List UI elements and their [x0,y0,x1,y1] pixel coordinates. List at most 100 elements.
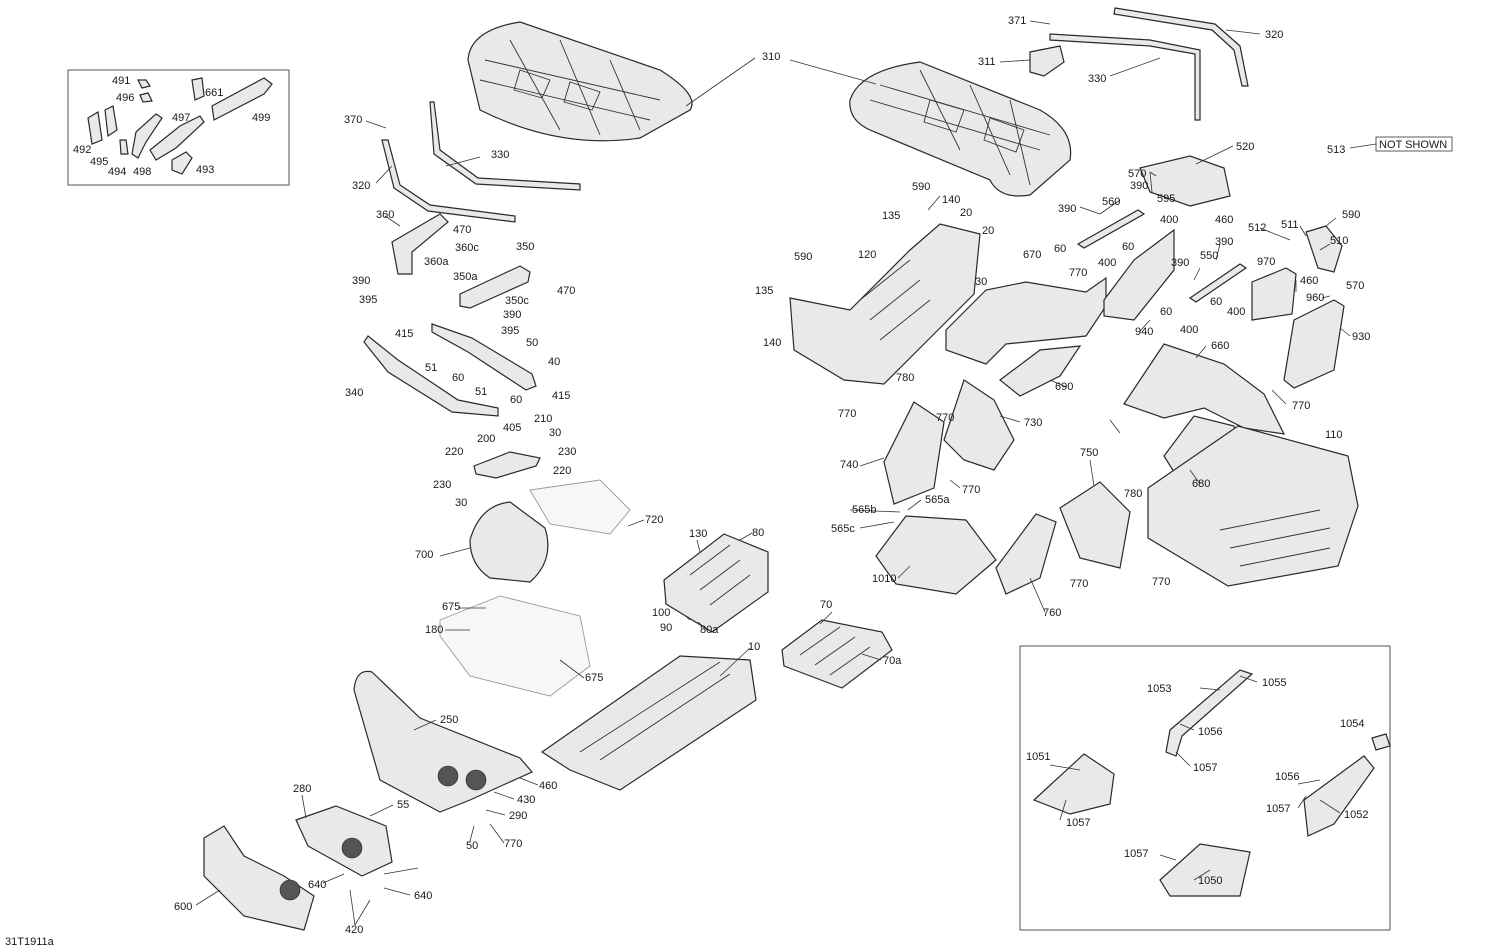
callout-250: 250 [440,714,458,726]
callout-400: 400 [1098,257,1116,269]
part-310-rack-left [467,21,693,142]
callout-600: 600 [174,901,192,913]
callout-640: 640 [414,890,432,902]
callout-220: 220 [445,446,463,458]
callout-1057: 1057 [1066,817,1090,829]
leader-lines [195,20,1377,926]
callout-780: 780 [1124,488,1142,500]
callout-1057: 1057 [1266,803,1290,815]
callout-675: 675 [442,601,460,613]
part-320-tube-right [1113,7,1249,87]
callout-100: 100 [652,607,670,619]
callout-494: 494 [108,166,126,178]
callout-770: 770 [962,484,980,496]
callout-420: 420 [345,924,363,936]
callout-460: 460 [1300,275,1318,287]
callout-492: 492 [73,144,91,156]
callout-565a: 565a [925,494,950,506]
part-1054-bracket [1371,733,1391,751]
callout-661: 661 [205,87,223,99]
part-1010-tray [875,515,997,595]
callout-290: 290 [509,810,527,822]
callout-50: 50 [526,337,538,349]
callout-940: 940 [1135,326,1153,338]
callout-30: 30 [975,276,987,288]
callout-135: 135 [882,210,900,222]
callout-513: 513 [1327,144,1345,156]
callout-220: 220 [553,465,571,477]
callout-360c: 360c [455,242,479,254]
callout-770: 770 [1152,576,1170,588]
callout-565c: 565c [831,523,855,535]
callout-460: 460 [1215,214,1233,226]
callout-50: 50 [466,840,478,852]
part-1051-panel [1032,753,1115,815]
callout-740: 740 [840,459,858,471]
callout-320: 320 [352,180,370,192]
part-1050-panel [1159,843,1251,897]
callout-280: 280 [293,783,311,795]
callout-510: 510 [1330,235,1348,247]
callout-470: 470 [453,224,471,236]
callout-30: 30 [455,497,467,509]
not-shown-label: NOT SHOWN [1379,139,1447,151]
callout-370: 370 [344,114,362,126]
callout-210: 210 [534,413,552,425]
part-250-front-body [353,670,533,813]
callout-90: 90 [660,622,672,634]
callout-60: 60 [1210,296,1222,308]
part-311-bracket [1029,45,1065,77]
callout-595: 595 [1157,193,1175,205]
callout-520: 520 [1236,141,1254,153]
callout-1057: 1057 [1193,762,1217,774]
callout-1057: 1057 [1124,848,1148,860]
callout-60: 60 [510,394,522,406]
part-330-tube-right [1049,33,1201,121]
callout-350a: 350a [453,271,478,283]
part-350-bracket [459,265,531,309]
callout-120: 120 [858,249,876,261]
callout-10: 10 [748,641,760,653]
part-280-panel [295,805,393,877]
callout-640: 640 [308,879,326,891]
callout-60: 60 [1122,241,1134,253]
inset-box-bottom-right [1019,645,1391,931]
callout-400: 400 [1180,324,1198,336]
callout-770: 770 [838,408,856,420]
inset-box-top-left [67,69,290,186]
callout-1056: 1056 [1198,726,1222,738]
part-700-front-panel [469,501,549,583]
callout-760: 760 [1043,607,1061,619]
callout-570: 570 [1346,280,1364,292]
callout-140: 140 [763,337,781,349]
callout-415: 415 [395,328,413,340]
callout-330: 330 [1088,73,1106,85]
callout-390: 390 [1171,257,1189,269]
callout-20: 20 [960,207,972,219]
callout-395: 395 [501,325,519,337]
callout-350c: 350c [505,295,529,307]
callout-680: 680 [1192,478,1210,490]
callout-20: 20 [982,225,994,237]
callout-390: 390 [1130,180,1148,192]
callout-1056: 1056 [1275,771,1299,783]
callout-400: 400 [1160,214,1178,226]
callout-590: 590 [1342,209,1360,221]
callout-320: 320 [1265,29,1283,41]
part-660-fender [1123,343,1286,435]
not-shown-box [1375,136,1453,152]
callout-350: 350 [516,241,534,253]
inset-parts-top-left [87,77,273,175]
callout-512: 512 [1248,222,1266,234]
callout-675: 675 [585,672,603,684]
part-675-frame-faded [439,595,591,697]
part-360-bracket [391,213,449,275]
callout-491: 491 [112,75,130,87]
callout-140: 140 [942,194,960,206]
part-520-bracket [1139,155,1231,207]
part-550-rod [1188,263,1248,303]
callout-30: 30 [549,427,561,439]
callout-970: 970 [1257,256,1275,268]
part-shapes [87,7,1391,931]
